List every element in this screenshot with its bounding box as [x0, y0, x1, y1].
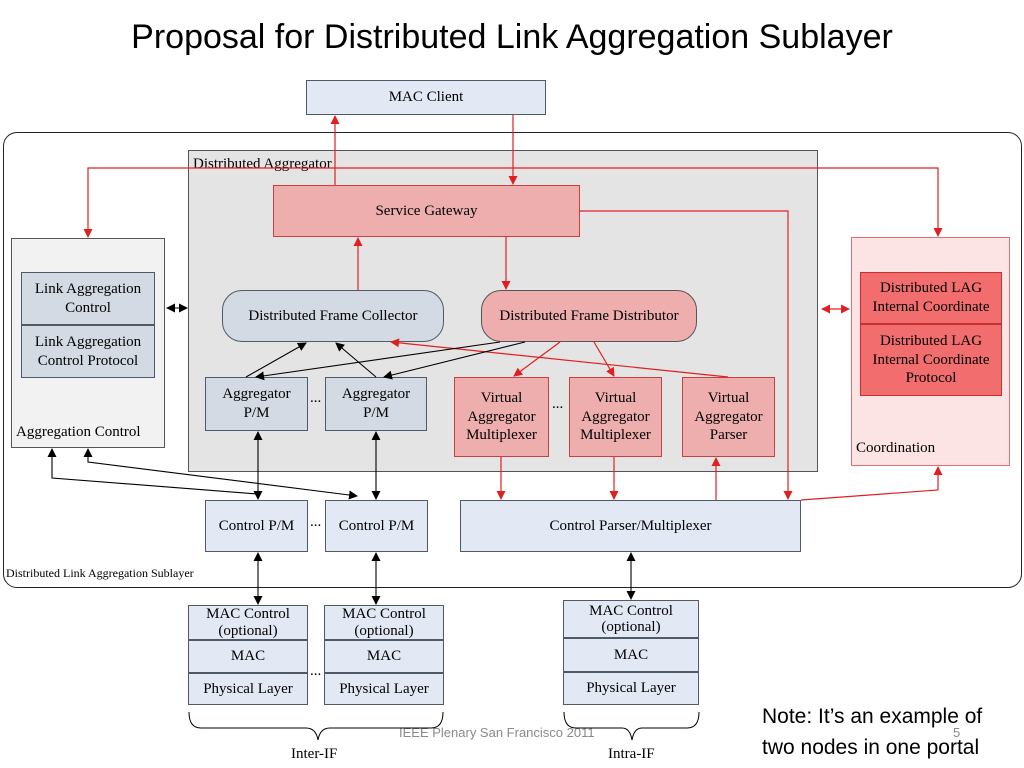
service-gateway-box: Service Gateway [273, 185, 580, 237]
physical-layer-box-2: Physical Layer [324, 673, 444, 705]
brace-connectors [188, 711, 700, 741]
red-connectors [83, 115, 943, 501]
virtual-aggregator-ellipsis: ... [552, 396, 564, 412]
virtual-aggregator-multiplexer-box-2: Virtual Aggregator Multiplexer [569, 377, 662, 457]
frame-distributor-box: Distributed Frame Distributor [481, 290, 697, 342]
mac-client-box: MAC Client [306, 80, 546, 115]
aggregator-pm-box-1: Aggregator P/M [205, 377, 308, 431]
inter-if-label: Inter-IF [291, 746, 338, 762]
virtual-aggregator-multiplexer-box-1: Virtual Aggregator Multiplexer [454, 377, 549, 457]
aggregation-control-label: Aggregation Control [16, 424, 141, 440]
link-aggregation-control-box: Link Aggregation Control [21, 272, 155, 325]
dlag-internal-coordinate-protocol-box: Distributed LAG Internal Coordinate Prot… [860, 324, 1002, 396]
control-pm-box-1: Control P/M [205, 500, 308, 552]
intra-if-label: Intra-IF [608, 746, 655, 762]
page-number: 5 [953, 725, 961, 740]
control-pm-box-2: Control P/M [325, 500, 428, 552]
note-line-1: Note: It’s an example of [762, 705, 983, 728]
physical-layer-box-1: Physical Layer [188, 673, 308, 705]
mac-box-3: MAC [563, 638, 699, 672]
mac-box-1: MAC [188, 640, 308, 673]
link-aggregation-control-protocol-box: Link Aggregation Control Protocol [21, 325, 155, 378]
dlag-internal-coordinate-box: Distributed LAG Internal Coordinate [860, 272, 1002, 324]
black-connectors [47, 303, 636, 605]
control-parser-multiplexer-box: Control Parser/Multiplexer [460, 500, 801, 552]
frame-collector-box: Distributed Frame Collector [222, 290, 444, 342]
mac-control-box-3: MAC Control (optional) [563, 600, 699, 638]
aggregator-pm-box-2: Aggregator P/M [325, 377, 427, 431]
mac-control-box-1: MAC Control (optional) [188, 605, 308, 640]
coordination-label: Coordination [856, 440, 936, 456]
mac-box-2: MAC [324, 640, 444, 673]
footer-text: IEEE Plenary San Francisco 2011 [399, 725, 595, 740]
note-line-2: two nodes in one portal [762, 736, 980, 759]
slide-title: Proposal for Distributed Link Aggregatio… [131, 18, 893, 56]
physical-layer-box-3: Physical Layer [563, 672, 699, 705]
aggregator-ellipsis: ... [310, 390, 322, 406]
lower-ellipsis: ... [310, 663, 322, 679]
virtual-aggregator-parser-box: Virtual Aggregator Parser [682, 377, 775, 457]
control-pm-ellipsis: ... [310, 514, 322, 530]
sublayer-label: Distributed Link Aggregation Sublayer [6, 566, 194, 580]
mac-control-box-2: MAC Control (optional) [324, 605, 444, 640]
